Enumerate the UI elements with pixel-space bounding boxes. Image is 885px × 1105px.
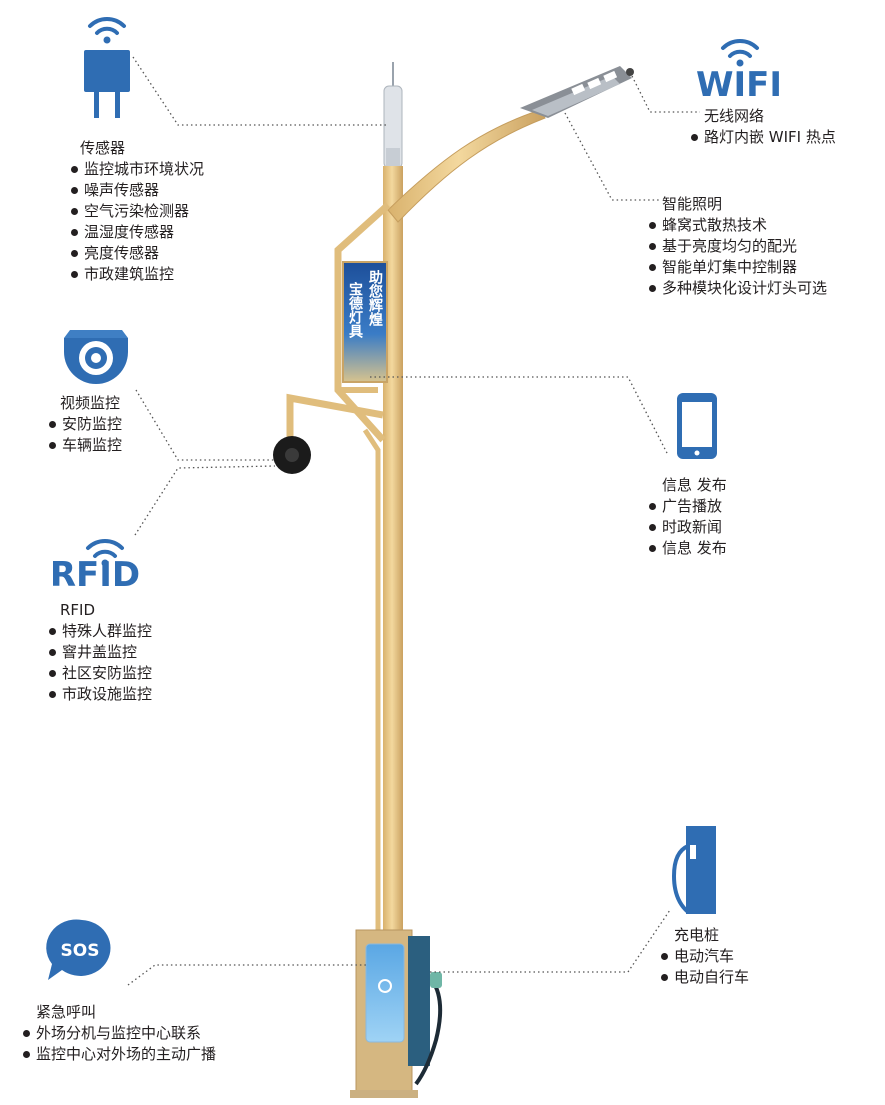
list-item: 安防监控 xyxy=(48,414,122,435)
sensor-list: 监控城市环境状况噪声传感器空气污染检测器温湿度传感器亮度传感器市政建筑监控 xyxy=(70,159,204,285)
sos-title: 紧急呼叫 xyxy=(36,1003,97,1021)
leader-rfid xyxy=(134,465,276,536)
leader-lighting xyxy=(564,112,660,201)
info-title: 信息 发布 xyxy=(662,476,727,494)
wifi-logo-text: WIFI xyxy=(696,65,782,105)
sos-block: 紧急呼叫 外场分机与监控中心联系监控中心对外场的主动广播 xyxy=(22,1002,216,1065)
wifi-block: 无线网络 路灯内嵌 WIFI 热点 xyxy=(690,106,836,148)
list-item: 窨井盖监控 xyxy=(48,642,152,663)
list-item: 市政建筑监控 xyxy=(70,264,204,285)
list-item: 市政设施监控 xyxy=(48,684,152,705)
charging-title: 充电桩 xyxy=(674,926,720,944)
leader-lines xyxy=(127,56,700,986)
lighting-title: 智能照明 xyxy=(662,195,723,213)
lighting-list: 蜂窝式散热技术基于亮度均匀的配光智能单灯集中控制器多种模块化设计灯头可选 xyxy=(648,215,827,299)
rfid-icon: RFID xyxy=(50,538,140,595)
list-item: 空气污染检测器 xyxy=(70,201,204,222)
sos-icon: SOS xyxy=(46,919,111,980)
list-item: 监控城市环境状况 xyxy=(70,159,204,180)
wifi-icon: WIFI xyxy=(696,38,782,105)
list-item: 亮度传感器 xyxy=(70,243,204,264)
info-list: 广告播放时政新闻信息 发布 xyxy=(648,496,727,559)
list-item: 多种模块化设计灯头可选 xyxy=(648,278,827,299)
list-item: 电动汽车 xyxy=(660,946,749,967)
street-pole xyxy=(273,62,634,1098)
phone-icon xyxy=(677,393,717,459)
list-item: 基于亮度均匀的配光 xyxy=(648,236,827,257)
info-block: 信息 发布 广告播放时政新闻信息 发布 xyxy=(648,475,727,559)
billboard-line1: 宝德灯具 xyxy=(347,282,363,338)
wifi-title: 无线网络 xyxy=(704,107,765,125)
leader-sos xyxy=(127,964,368,986)
list-item: 蜂窝式散热技术 xyxy=(648,215,827,236)
leader-info xyxy=(370,376,669,456)
list-item: 广告播放 xyxy=(648,496,727,517)
list-item: 监控中心对外场的主动广播 xyxy=(22,1044,216,1065)
video-title: 视频监控 xyxy=(60,394,121,412)
list-item: 社区安防监控 xyxy=(48,663,152,684)
sensor-title: 传感器 xyxy=(80,139,126,157)
list-item: 电动自行车 xyxy=(660,967,749,988)
leader-charging xyxy=(430,909,671,973)
video-block: 视频监控 安防监控车辆监控 xyxy=(48,393,122,456)
list-item: 智能单灯集中控制器 xyxy=(648,257,827,278)
wifi-list: 路灯内嵌 WIFI 热点 xyxy=(690,127,836,148)
sos-list: 外场分机与监控中心联系监控中心对外场的主动广播 xyxy=(22,1023,216,1065)
camera-icon xyxy=(64,330,128,384)
rfid-title: RFID xyxy=(60,601,96,619)
leader-video xyxy=(135,389,275,461)
charger-icon xyxy=(671,826,716,914)
sensor-block: 传感器 监控城市环境状况噪声传感器空气污染检测器温湿度传感器亮度传感器市政建筑监… xyxy=(70,138,204,285)
rfid-list: 特殊人群监控窨井盖监控社区安防监控市政设施监控 xyxy=(48,621,152,705)
list-item: 特殊人群监控 xyxy=(48,621,152,642)
rfid-logo-text: RFID xyxy=(50,555,140,595)
billboard-text: 助您辉煌 宝德灯具 xyxy=(347,270,385,378)
leader-sensor xyxy=(132,56,386,126)
list-item: 信息 发布 xyxy=(648,538,727,559)
rfid-block: RFID 特殊人群监控窨井盖监控社区安防监控市政设施监控 xyxy=(48,600,152,705)
sos-text: SOS xyxy=(61,941,100,961)
video-list: 安防监控车辆监控 xyxy=(48,414,122,456)
list-item: 时政新闻 xyxy=(648,517,727,538)
led-lamp-head xyxy=(520,66,634,118)
list-item: 温湿度传感器 xyxy=(70,222,204,243)
lamp-arm xyxy=(387,109,546,223)
lighting-block: 智能照明 蜂窝式散热技术基于亮度均匀的配光智能单灯集中控制器多种模块化设计灯头可… xyxy=(648,194,827,299)
side-charger xyxy=(408,936,430,1066)
list-item: 路灯内嵌 WIFI 热点 xyxy=(690,127,836,148)
list-item: 噪声传感器 xyxy=(70,180,204,201)
sensor-icon xyxy=(84,16,130,118)
billboard-line2: 助您辉煌 xyxy=(367,270,383,326)
charging-block: 充电桩 电动汽车电动自行车 xyxy=(660,925,749,988)
list-item: 外场分机与监控中心联系 xyxy=(22,1023,216,1044)
charging-list: 电动汽车电动自行车 xyxy=(660,946,749,988)
list-item: 车辆监控 xyxy=(48,435,122,456)
info-billboard xyxy=(342,261,388,383)
